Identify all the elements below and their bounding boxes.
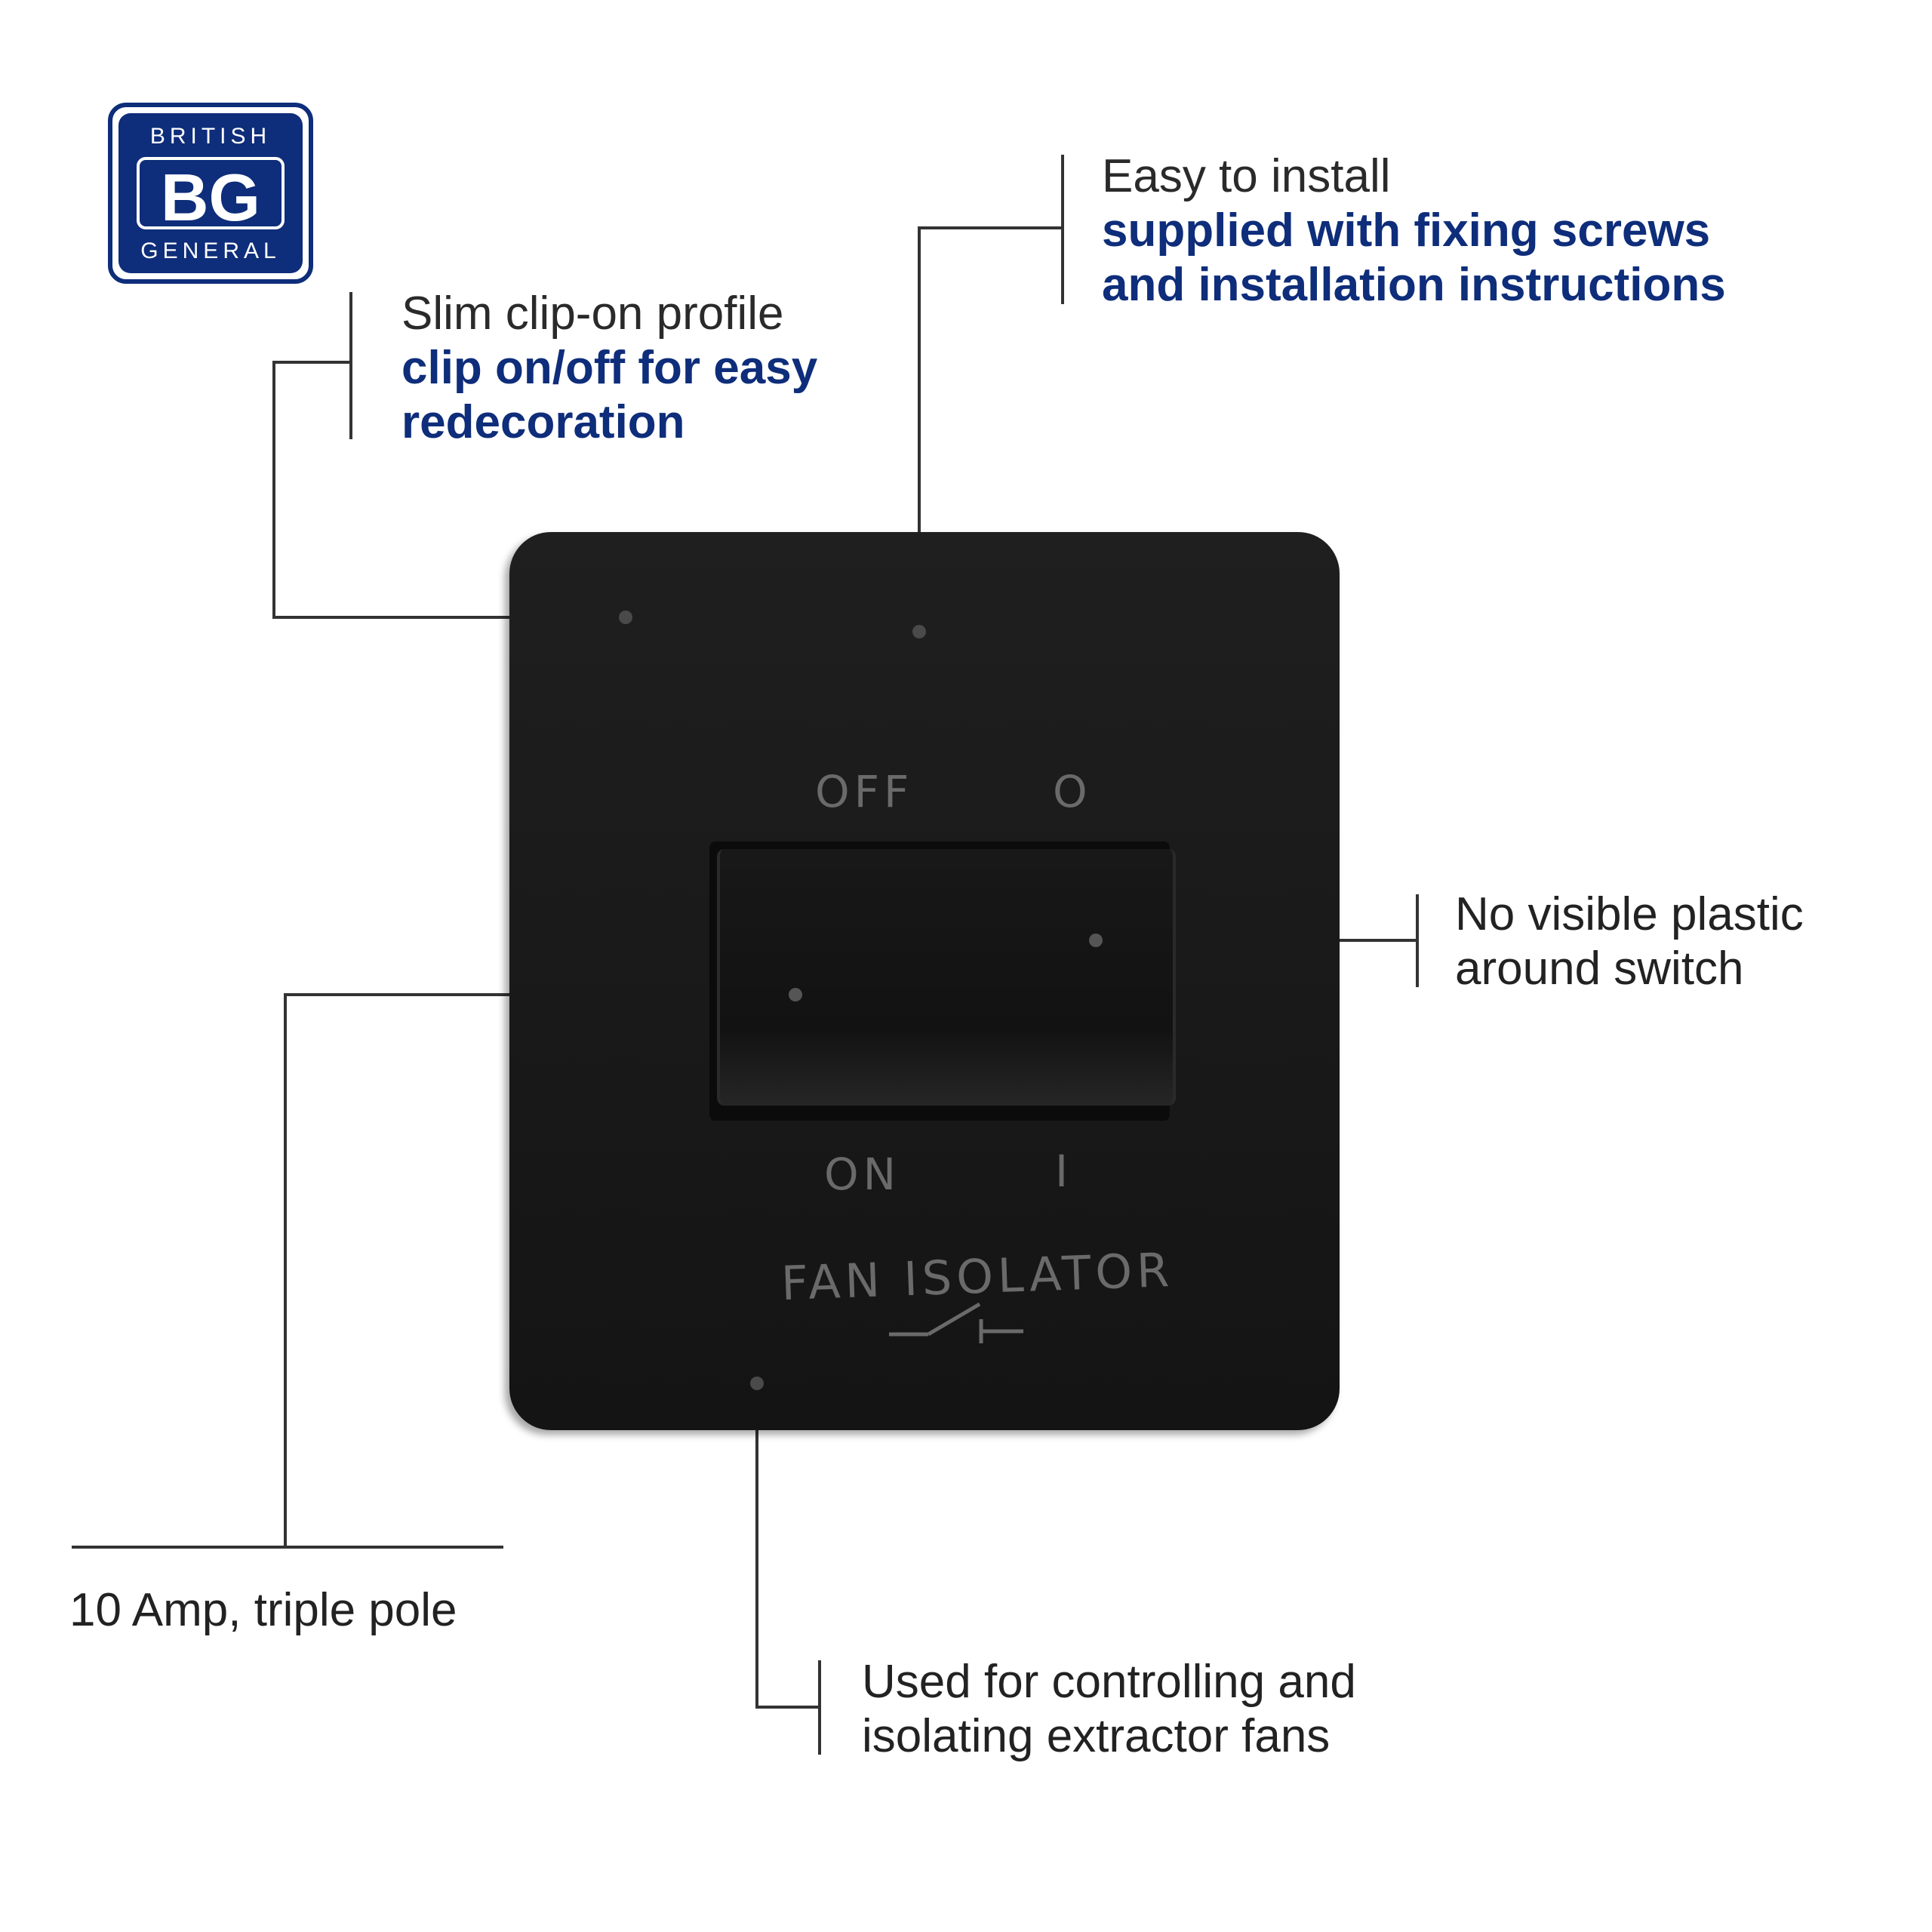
logo-top-text: BRITISH xyxy=(149,124,272,149)
plastic-callout-line-1: No visible plastic xyxy=(1455,888,1804,940)
profile-connector-line xyxy=(272,361,626,619)
logo-bottom-text: GENERAL xyxy=(140,238,281,263)
plastic-callout-line-2: around switch xyxy=(1455,943,1744,995)
install-connector-line xyxy=(918,226,1063,632)
bg-logo: BRITISH BG GENERAL xyxy=(108,103,313,284)
off-symbol: O xyxy=(1053,766,1092,817)
profile-anchor-dot xyxy=(619,611,632,624)
isolator-symbol-icon xyxy=(889,1302,1023,1343)
install-callout-detail-1: supplied with fixing screws xyxy=(1102,205,1711,257)
plastic-anchor-dot xyxy=(1089,934,1103,947)
profile-callout-heading: Slim clip-on profile xyxy=(401,288,784,340)
profile-callout: Slim clip-on profile clip on/off for eas… xyxy=(401,287,817,450)
on-label: ON xyxy=(824,1149,901,1200)
usage-callout-line-1: Used for controlling and xyxy=(862,1656,1356,1708)
install-callout-heading: Easy to install xyxy=(1102,150,1391,202)
rocker-switch[interactable] xyxy=(717,849,1176,1106)
profile-callout-detail-1: clip on/off for easy xyxy=(401,342,818,394)
logo-frame: BG xyxy=(137,157,285,235)
amp-callout: 10 Amp, triple pole xyxy=(69,1583,457,1638)
logo-background: BRITISH BG GENERAL xyxy=(118,113,303,273)
plastic-callout: No visible plastic around switch xyxy=(1455,888,1804,996)
usage-callout-line-2: isolating extractor fans xyxy=(862,1710,1331,1762)
logo-initials: BG xyxy=(161,160,260,235)
install-anchor-dot xyxy=(912,625,926,638)
usage-anchor-dot xyxy=(750,1377,764,1390)
profile-callout-detail-2: redecoration xyxy=(401,396,685,448)
install-callout: Easy to install supplied with fixing scr… xyxy=(1102,149,1726,312)
usage-connector-line xyxy=(755,1383,820,1709)
install-callout-detail-2: and installation instructions xyxy=(1102,259,1726,311)
off-label: OFF xyxy=(815,766,914,817)
amp-anchor-dot xyxy=(789,988,802,1001)
usage-callout: Used for controlling and isolating extra… xyxy=(862,1655,1356,1764)
on-symbol: I xyxy=(1055,1146,1073,1197)
amp-callout-text: 10 Amp, triple pole xyxy=(69,1584,457,1636)
